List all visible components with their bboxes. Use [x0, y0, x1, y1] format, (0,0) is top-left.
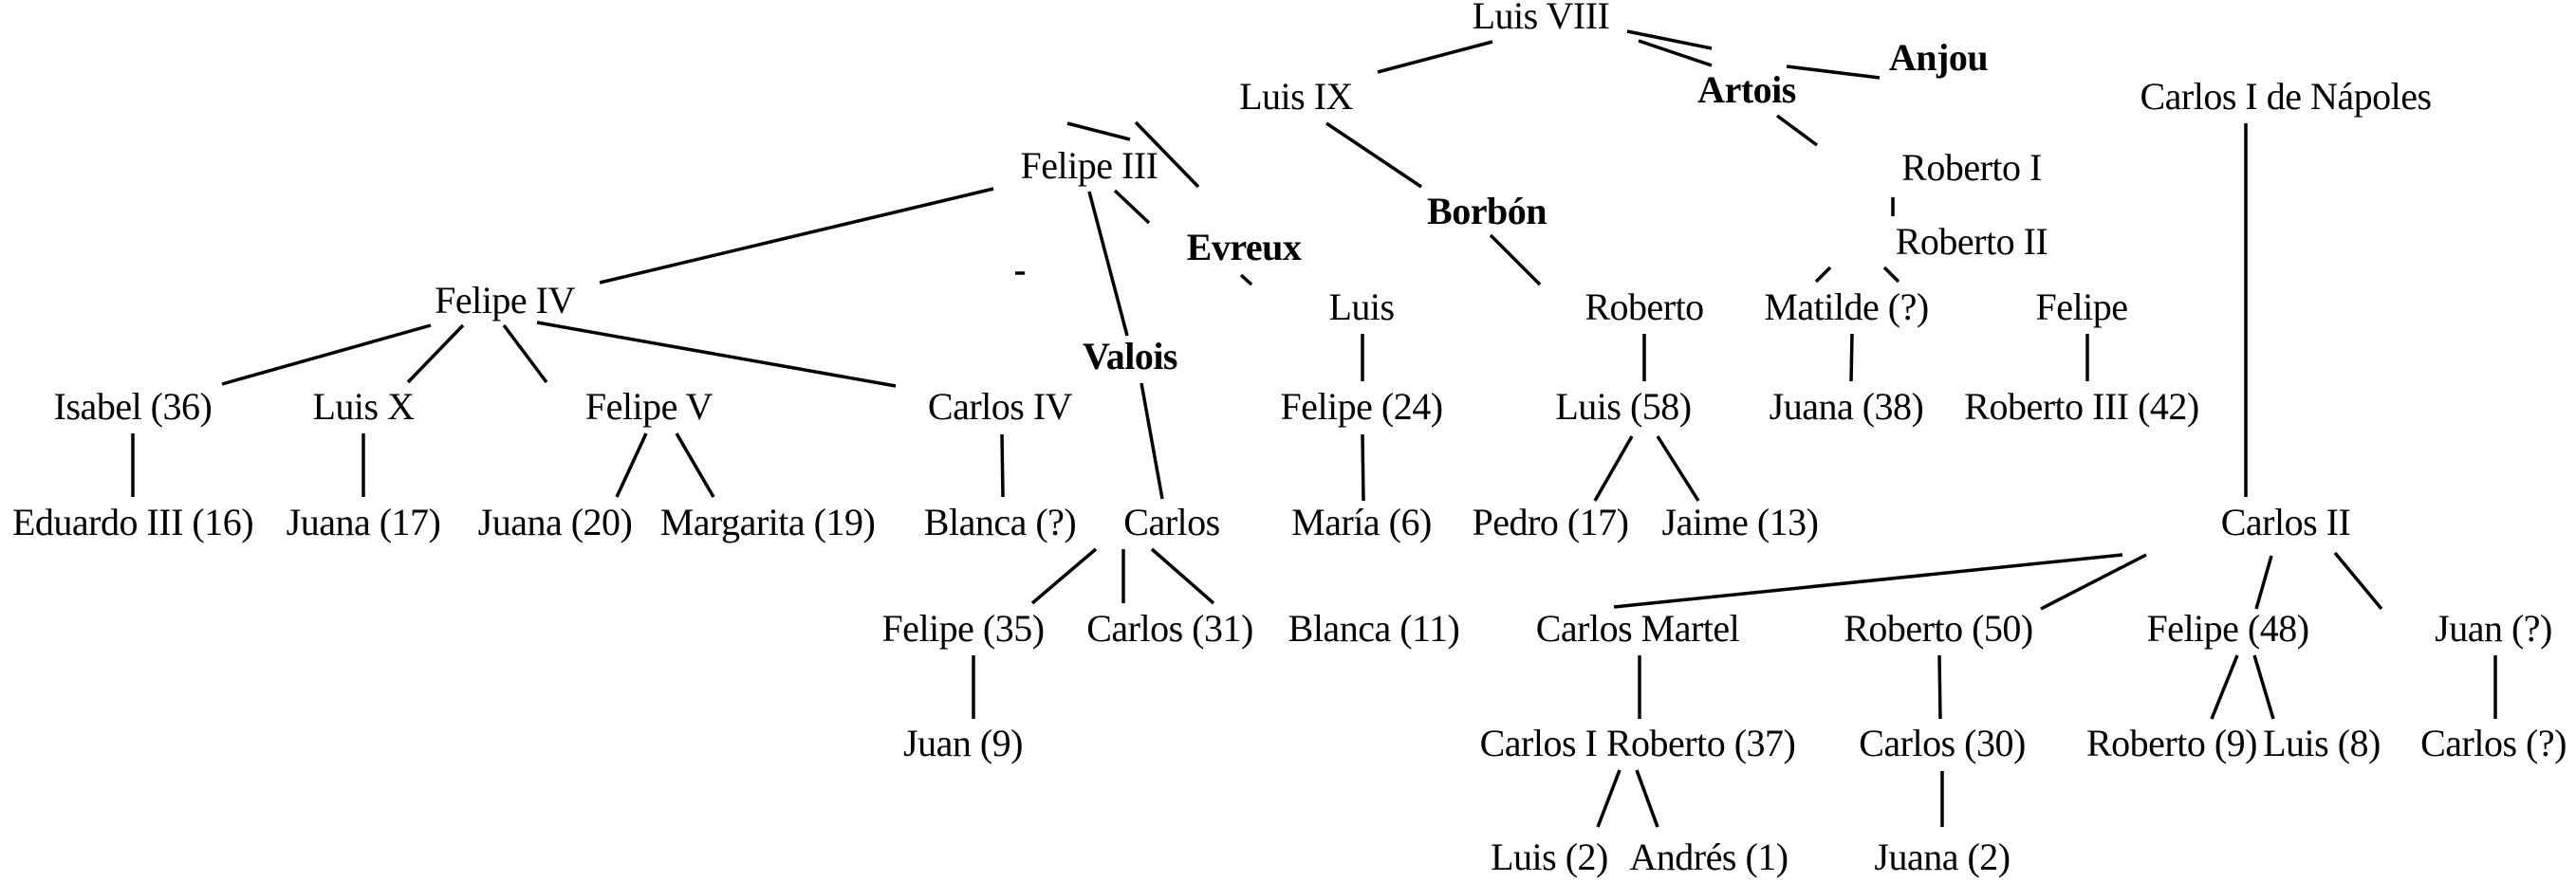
tree-edge — [1000, 433, 1005, 498]
tree-edge — [1814, 266, 1832, 284]
person-node: Juana (20) — [477, 501, 633, 543]
tree-edge — [1786, 64, 1881, 80]
tree-edge — [1638, 39, 1713, 67]
person-node: Roberto I — [1901, 146, 2042, 189]
tree-edge — [1593, 435, 1634, 502]
tree-edge — [1656, 435, 1700, 502]
person-node: Felipe (48) — [2146, 607, 2309, 650]
person-node: Luis (8) — [2263, 722, 2381, 764]
tree-edge — [1635, 769, 1659, 828]
person-node: Felipe (24) — [1280, 385, 1443, 428]
tree-edge — [221, 323, 432, 386]
person-node: Blanca (?) — [923, 501, 1077, 543]
person-node: Carlos IV — [927, 385, 1073, 428]
person-node: Carlos — [1123, 501, 1220, 543]
person-node: Luis — [1328, 285, 1395, 328]
tree-edge — [675, 432, 715, 498]
person-node: Matilde (?) — [1764, 285, 1929, 328]
house-label: Evreux — [1186, 226, 1302, 268]
tree-edge — [1066, 121, 1131, 141]
person-node: Felipe (35) — [881, 607, 1045, 650]
person-node: Isabel (36) — [53, 385, 213, 428]
tree-edge — [1849, 333, 1854, 382]
person-node: Juana (2) — [1874, 836, 2011, 878]
tree-edge — [1882, 266, 1900, 284]
house-label: Borbón — [1427, 190, 1547, 232]
tree-edge — [1613, 553, 2123, 609]
person-node: Eduardo III (16) — [11, 501, 254, 543]
person-node: Felipe IV — [435, 279, 575, 322]
tree-edge — [599, 187, 994, 285]
tree-edge — [1325, 121, 1422, 189]
tree-edge — [1377, 40, 1493, 74]
person-node: Luis IX — [1239, 75, 1353, 118]
tree-edge — [1239, 273, 1253, 286]
person-node: Luis (58) — [1555, 385, 1692, 428]
tree-edge — [1087, 191, 1129, 337]
tree-edge — [1113, 189, 1151, 225]
tree-edge — [1626, 29, 1713, 50]
person-node: Carlos (30) — [1859, 722, 2026, 764]
person-node: Carlos (31) — [1086, 607, 1253, 650]
person-node: Juan (?) — [2435, 607, 2552, 650]
tree-edge — [1361, 433, 1365, 502]
person-node: Blanca (11) — [1288, 607, 1460, 650]
person-node: Felipe — [2035, 285, 2128, 328]
tree-edge — [1134, 120, 1200, 189]
person-node: Juana (17) — [286, 501, 441, 543]
tree-edge — [502, 323, 548, 384]
person-node: Carlos (?) — [2420, 722, 2567, 764]
tree-edge — [1489, 233, 1542, 286]
person-node: Juana (38) — [1769, 385, 1924, 428]
tree-edge — [1596, 769, 1622, 828]
person-node: Luis (2) — [1491, 836, 1608, 878]
tree-edge — [615, 432, 648, 498]
tree-edge — [1150, 547, 1215, 605]
person-node: Luis VIII — [1472, 0, 1610, 37]
person-node: Andrés (1) — [1629, 836, 1788, 878]
house-label: Anjou — [1888, 36, 1989, 79]
tree-edge — [2333, 551, 2383, 611]
tree-edge — [406, 323, 465, 384]
person-node: Roberto (50) — [1844, 607, 2033, 650]
tree-edge — [1030, 547, 1098, 605]
tree-edge — [1140, 382, 1164, 500]
person-node: Carlos I Roberto (37) — [1479, 722, 1796, 764]
person-node: Juan (9) — [903, 722, 1023, 764]
tree-edge — [536, 321, 897, 388]
tree-edge — [2254, 555, 2273, 610]
person-node: Pedro (17) — [1472, 501, 1629, 543]
tree-edge — [2040, 553, 2147, 611]
person-node: Jaime (13) — [1661, 501, 1819, 543]
person-node: Felipe V — [584, 385, 713, 428]
person-node: Roberto III (42) — [1964, 385, 2199, 428]
person-node: Carlos I de Nápoles — [2140, 75, 2432, 118]
tree-edge — [2210, 654, 2239, 720]
house-label: Valois — [1082, 335, 1178, 377]
tree-edge — [1937, 654, 1942, 720]
person-node: María (6) — [1291, 501, 1432, 543]
person-node: Margarita (19) — [659, 501, 876, 543]
person-node: Luis X — [312, 385, 416, 428]
tree-edge — [2252, 654, 2275, 720]
person-node: Roberto — [1585, 285, 1704, 328]
house-label: Artois — [1697, 68, 1796, 111]
person-node: Carlos II — [2220, 501, 2351, 543]
tree-edge — [1775, 114, 1819, 147]
person-node: Roberto (9) — [2085, 722, 2258, 764]
person-node: Felipe III — [1020, 144, 1158, 187]
person-node: Carlos Martel — [1535, 607, 1740, 650]
person-node: Roberto II — [1895, 220, 2048, 263]
